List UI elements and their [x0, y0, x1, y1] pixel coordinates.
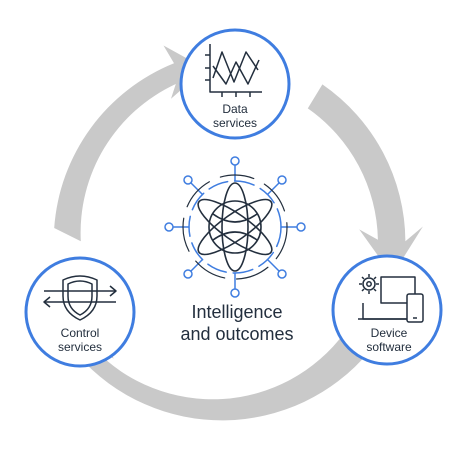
node-data-services: Data services: [179, 28, 291, 140]
outer-ring-dark: [182, 174, 288, 280]
center-title-line2: and outcomes: [180, 324, 293, 344]
node-control-label-line1: Control: [61, 326, 100, 340]
outer-ring: [188, 180, 282, 274]
line-chart-icon: [205, 44, 262, 97]
ring-arrow-data-to-device: [307, 84, 423, 276]
globe: [197, 182, 273, 272]
node-data-label-line2: services: [213, 116, 257, 130]
gear-devices-icon: [358, 274, 424, 323]
globe-network-icon: [164, 156, 306, 298]
node-device-software: Device software: [331, 254, 443, 366]
node-device-label-line2: software: [366, 340, 412, 354]
node-data-label-line1: Data: [222, 102, 248, 116]
ring-arrow-device-to-control: [56, 316, 369, 421]
node-control-services: Control services: [24, 256, 136, 368]
node-control-label-line2: services: [58, 340, 102, 354]
network-nodes: [164, 156, 306, 298]
shield-arrows-icon: [43, 275, 117, 321]
node-device-label-line1: Device: [371, 326, 408, 340]
center-title-line1: Intelligence: [191, 302, 282, 322]
